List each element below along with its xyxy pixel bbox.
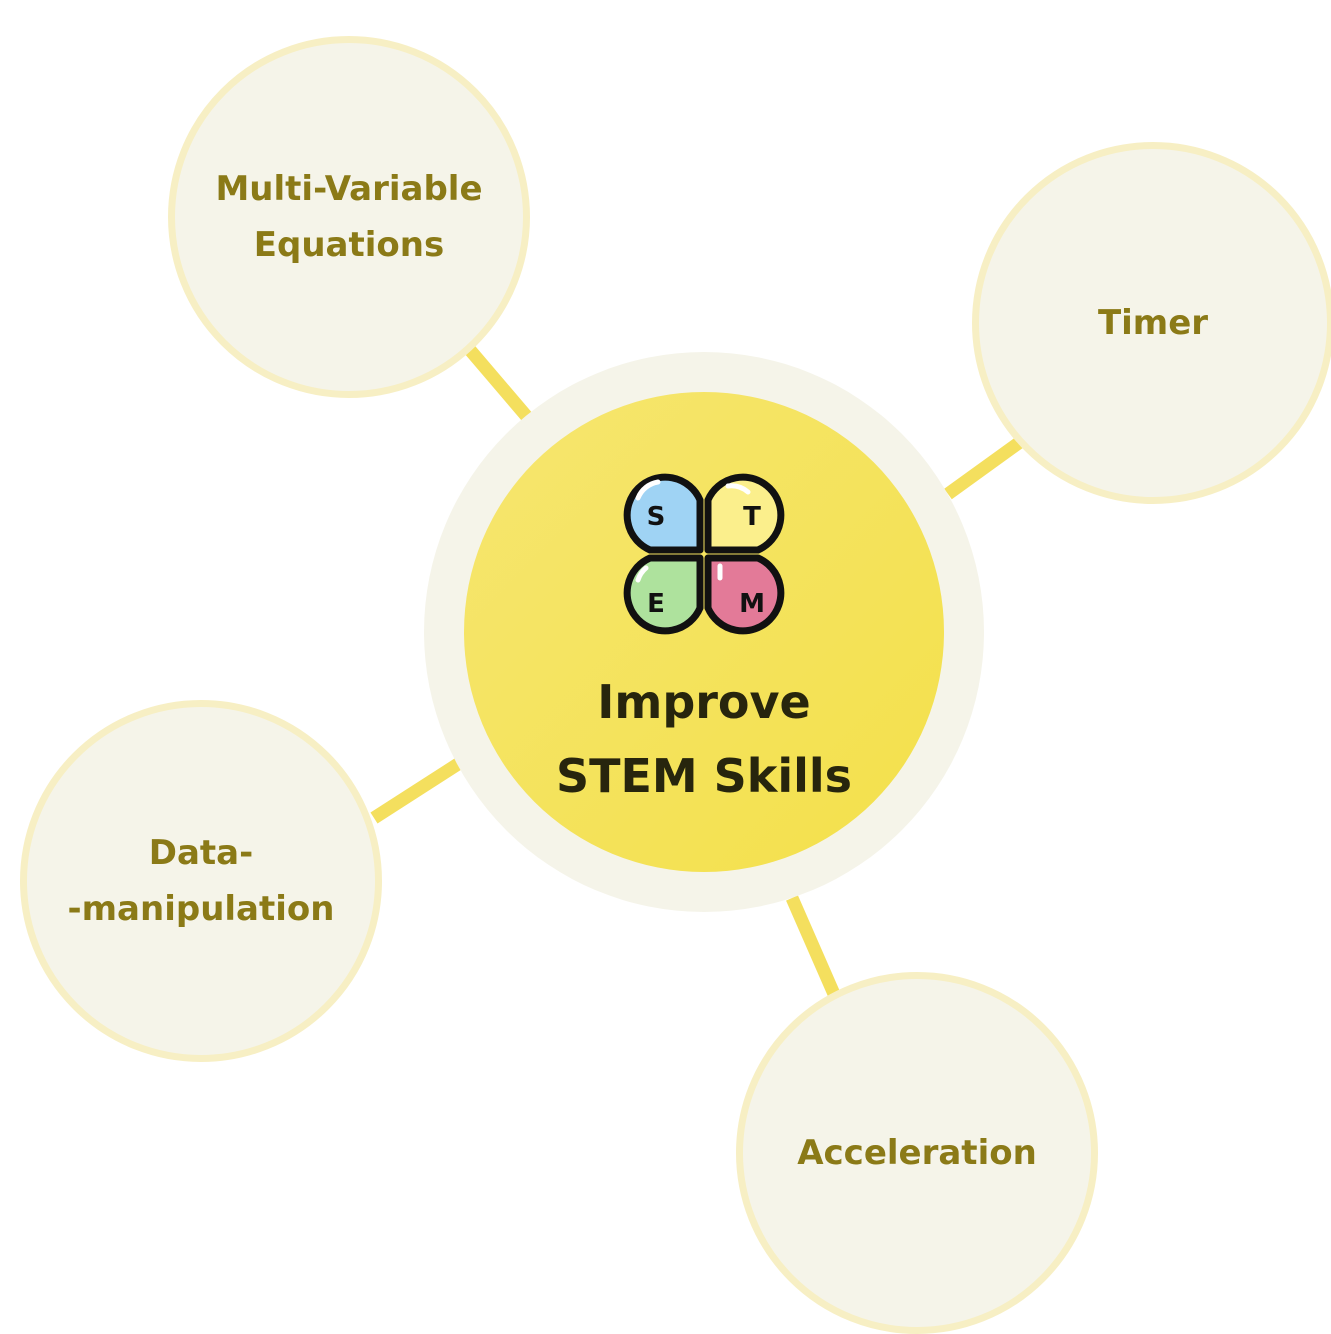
petal-m: [704, 554, 785, 635]
center-title: Improve STEM Skills: [555, 675, 853, 803]
node-timer: Timer: [972, 142, 1331, 504]
connector-acceleration: [786, 895, 840, 997]
node-label: Timer: [1097, 303, 1209, 343]
node-data-manipulation: Data- -manipulation: [20, 700, 382, 1062]
node-multi-variable-equations: Multi-Variable Equations: [168, 36, 530, 398]
letter-t: T: [743, 502, 761, 532]
letter-s: S: [647, 502, 666, 532]
center-node: [464, 392, 944, 872]
connector-timer: [944, 436, 1024, 500]
petal-s: [623, 473, 704, 554]
node-acceleration: Acceleration: [736, 972, 1098, 1334]
stem-clover-icon: S T E M: [623, 473, 785, 635]
connector-multi-variable: [465, 345, 533, 423]
letter-m: M: [739, 589, 765, 619]
node-label: Acceleration: [797, 1133, 1037, 1173]
petal-e: [623, 554, 704, 635]
connector-data-manipulation: [370, 758, 462, 824]
letter-e: E: [647, 589, 665, 619]
petal-t: [704, 473, 785, 554]
node-label: Multi-Variable Equations: [215, 169, 483, 265]
node-label: Data- -manipulation: [67, 833, 335, 929]
